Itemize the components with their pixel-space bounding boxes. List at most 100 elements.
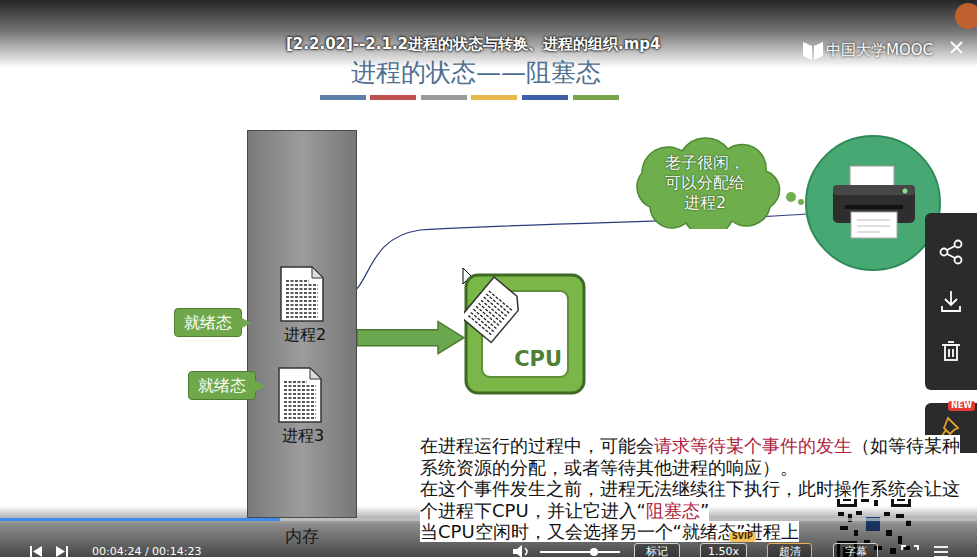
button-text: 标记 [642,545,672,557]
prev-button-part [33,546,42,557]
document-line [286,284,318,285]
new-badge: NEW [948,401,975,411]
next-button [56,546,68,557]
running-document-line [486,294,509,313]
share-icon [941,241,962,264]
fullscreen-icons-part [902,546,906,550]
cpu-chip: CPU [464,273,586,395]
document-fold [312,267,323,278]
next-button-part [56,546,65,557]
printer-icon-part [851,212,897,238]
document-line [284,397,316,398]
qr-code-part [874,500,878,506]
running-document-line [481,300,504,319]
fullscreen-icons-part [934,556,948,557]
document-line [286,312,318,313]
running-process-icon [464,277,525,343]
highlight-text: 阻塞态 [646,500,700,521]
prev-button-part [30,546,32,557]
volume-control-part [525,548,527,555]
title-color-bars [320,95,619,100]
state-name: 就绪态 [198,372,246,399]
callout-pointer [254,380,265,392]
delete-icon-part [952,349,954,357]
badge-text: SVIP [732,532,753,542]
document-line [284,381,307,382]
share-icon-part [941,249,948,256]
title-color-bars-part [471,95,517,100]
download-icon-part [945,299,957,305]
running-document-line [484,297,507,316]
document-line [286,308,318,309]
button-text: 1.50x [708,545,739,557]
title-color-bars-part [320,95,366,100]
volume-control-part [590,548,598,556]
printer-icon-part [806,136,940,270]
side-panel-part [925,213,977,390]
player-button: 字幕 [833,543,878,557]
prev-button [30,546,42,557]
volume-control-part [513,545,522,557]
document-line [286,300,318,301]
running-document-line [473,309,496,328]
document-line [284,389,316,390]
mooc-logo-icon-part [803,42,812,60]
cloud-shape [637,138,780,229]
printer-icon-part [833,185,915,195]
memory-label: 内存 [238,525,366,548]
cpu-label: CPU [514,347,562,371]
callout-pointer-shape [254,380,265,392]
fullscreen-icons-part [934,546,948,548]
running-document-sheet [464,277,525,343]
document-line [284,401,316,402]
process-node: 进程3 [270,367,336,451]
mooc-logo-icon [803,42,823,60]
state-name: 就绪态 [184,309,232,336]
document-line [286,296,318,297]
running-document-line [476,306,499,325]
share-icon-part [955,241,962,248]
process-name: 进程2 [272,325,338,346]
printer-icon-part [845,205,903,209]
document-line [284,385,316,386]
share-icon-part [947,254,955,258]
document-line [286,316,318,317]
explanation-paragraph: 在这个事件发生之前，进程无法继续往下执行，此时操作系统会让这个进程下CPU，并让… [420,478,960,521]
running-document-line [471,312,494,331]
document-fold [310,368,321,379]
cloud-text: 老子很闲， 可以分配给 进程2 [657,153,753,213]
title-color-bars-part [573,95,619,100]
explanation-paragraph: 在进程运行的过程中，可能会请求等待某个事件的发生（如等待某种系统资源的分配，或者… [420,435,960,478]
svip-badge: SVIP [729,532,756,542]
thought-cloud: 老子很闲， 可以分配给 进程2 [620,137,786,229]
player-button: 标记 [634,543,680,557]
play-time: 00:04:24 / 00:14:23 [92,545,202,557]
cloud-tail-part [798,199,804,205]
share-icon-part [947,246,955,250]
player-button: 超清 [767,543,812,557]
process-name: 进程3 [270,426,336,447]
explanation-paragraph: 当CPU空闲时，又会选择另一个“就绪态”进程上 [420,521,960,543]
cloud-tail-part [786,192,796,202]
badge-text: NEW [951,401,972,411]
printer-icon-part [857,226,890,227]
document-icon [280,266,324,322]
cloud-tail [786,192,804,205]
delete-icon-part [948,349,950,357]
document-line [284,409,316,410]
fullscreen-icons [902,546,948,557]
state-callout: 就绪态 [174,308,242,337]
volume-control [513,545,620,557]
slide-title: 进程的状态——阻塞态 [0,56,952,89]
running-document-line [468,315,491,334]
document-line [286,280,309,281]
callout-pointer [240,317,251,329]
video-filename: [2.2.02]--2.1.2进程的状态与转换、进程的组织.mp4 [286,35,661,54]
close-icon [951,42,962,53]
title-color-bars-part [370,95,416,100]
printer-icon [806,136,940,270]
document-line [284,405,316,406]
document-line [284,413,316,414]
printer-icon-part [903,189,908,194]
